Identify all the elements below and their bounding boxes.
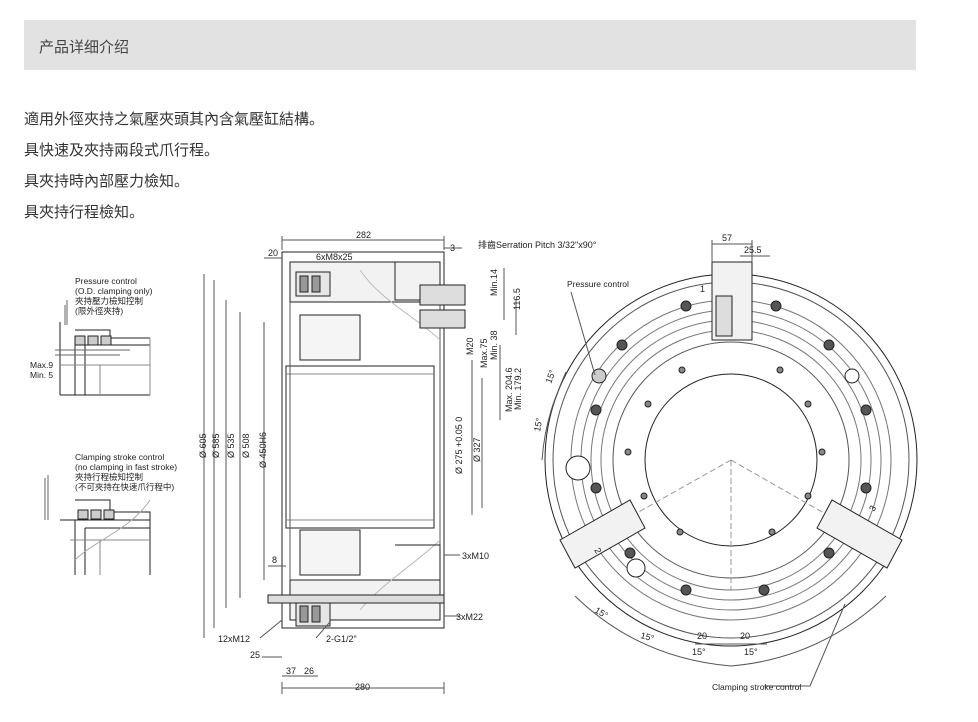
d450-label: Ø 450H6 — [258, 432, 268, 468]
bolt-label: 6xM8x25 — [316, 252, 353, 262]
min14-label: Min.14 — [489, 269, 499, 296]
pressure-detail-diagram — [55, 300, 151, 396]
max2046-label: Max. 204.6 — [504, 367, 514, 412]
description-line-3: 具夾持時內部壓力檢知。 — [24, 173, 190, 190]
dim-20-side: 20 — [268, 248, 278, 258]
angle-label-a: 15° — [543, 368, 557, 385]
stroke-label-3: 夾持行程檢知控制 — [75, 472, 143, 482]
dim-37: 37 — [286, 666, 296, 676]
dim-255: 25.5 — [744, 245, 762, 255]
side-view-diagram — [203, 236, 517, 694]
detail-tab-bar: 产品详细介绍 — [24, 20, 916, 70]
dim-280: 280 — [355, 682, 370, 692]
dim-25-side: 25 — [250, 650, 260, 660]
angle-label-f: 15° — [744, 647, 758, 657]
pressure-label-4: (限外徑夾持) — [75, 306, 123, 316]
jaw-number-1: 1 — [700, 284, 705, 294]
stroke-detail-diagram — [44, 475, 151, 575]
detail-tab-title: 产品详细介绍 — [39, 39, 130, 56]
dim-282: 282 — [356, 230, 371, 240]
pressure-label-1: Pressure control — [75, 276, 137, 286]
serration-label: 排齒Serration Pitch 3/32"x90° — [478, 239, 597, 250]
stroke-label-2: (no clamping in fast stroke) — [75, 462, 177, 472]
pressure-control-label: Pressure control — [567, 279, 629, 289]
dim-20-front-b: 20 — [740, 631, 750, 641]
description-list: 適用外徑夾持之氣壓夾頭其內含氣壓缸結構。 具快速及夾持兩段式爪行程。 具夾持時內… — [24, 104, 324, 228]
min1792-label: Min. 179.2 — [513, 368, 523, 410]
max-label: Max.9 — [30, 360, 53, 370]
front-view-diagram — [541, 240, 918, 687]
d585-label: Ø 585 — [211, 433, 221, 458]
dim-20-front-a: 20 — [697, 631, 707, 641]
stroke-label-4: (不可夾持在快速爪行程中) — [75, 482, 174, 492]
d535-label: Ø 535 — [226, 433, 236, 458]
m12-label: 12xM12 — [218, 634, 250, 644]
m22-label: 3xM22 — [456, 612, 483, 622]
d605-label: Ø 605 — [198, 433, 208, 458]
jaw-number-2: 2 — [592, 546, 603, 555]
g12-label: 2-G1/2" — [326, 634, 357, 644]
description-line-1: 適用外徑夾持之氣壓夾頭其內含氣壓缸結構。 — [24, 111, 325, 128]
d275-label: Ø 275 +0.05 0 — [454, 417, 464, 474]
min-label: Min. 5 — [30, 370, 53, 380]
max75-label: Max.75 — [479, 338, 489, 368]
description-line-4: 具夾持行程檢知。 — [24, 204, 145, 221]
dim-26: 26 — [304, 666, 314, 676]
stroke-label-1: Clamping stroke control — [75, 452, 164, 462]
jaw-number-3: 3 — [867, 504, 878, 513]
dim-57: 57 — [722, 233, 732, 243]
m20-label: M20 — [465, 337, 475, 355]
stroke-control-label: Clamping stroke control — [712, 682, 801, 692]
d508-label: Ø 508 — [241, 433, 251, 458]
angle-label-b: 15° — [532, 417, 544, 433]
angle-label-e: 15° — [692, 647, 706, 657]
d327-label: Ø 327 — [472, 437, 482, 462]
dim-8: 8 — [272, 555, 277, 565]
pressure-label-2: (O.D. clamping only) — [75, 286, 153, 296]
angle-label-c: 15° — [593, 605, 610, 621]
angle-label-d: 15° — [639, 630, 655, 643]
description-line-2: 具快速及夾持兩段式爪行程。 — [24, 142, 220, 159]
pressure-label-3: 夾持壓力檢知控制 — [75, 296, 143, 306]
technical-drawing: Pressure control (O.D. clamping only) 夾持… — [30, 230, 918, 694]
min38-label: Min. 38 — [489, 330, 499, 360]
dim-3: 3 — [450, 243, 455, 253]
m10-label: 3xM10 — [462, 551, 489, 561]
dim-1165: 116.5 — [512, 288, 522, 310]
